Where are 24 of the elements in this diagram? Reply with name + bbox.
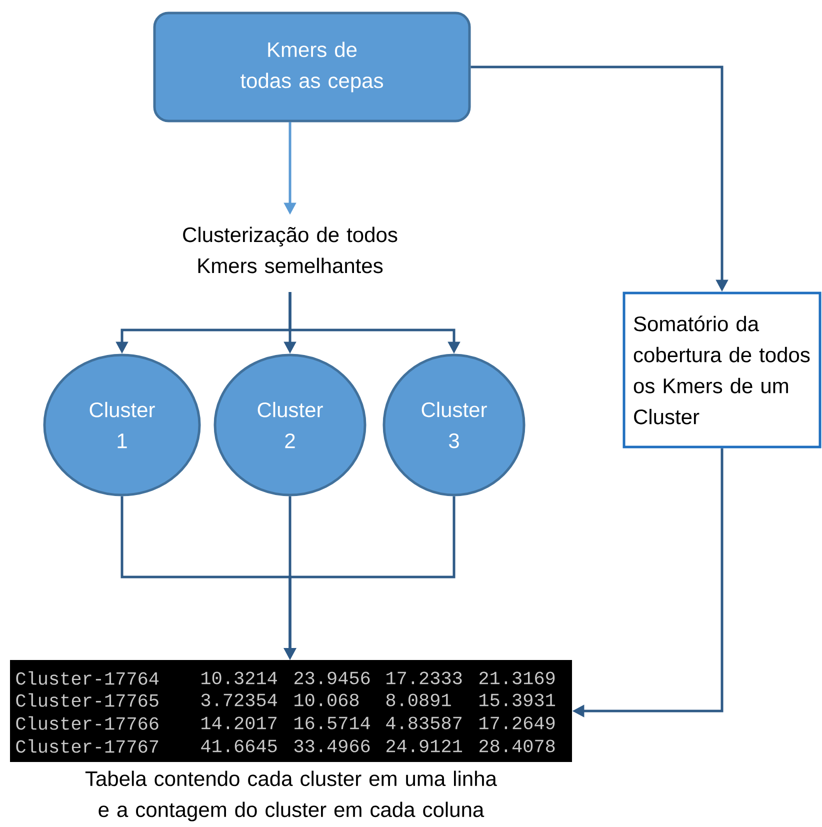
table-value: 23.9456 bbox=[294, 672, 370, 684]
table-value: 24.9121 bbox=[386, 740, 462, 752]
table-value: 14.2017 bbox=[202, 716, 276, 730]
table-value: Cluster-17767 bbox=[16, 739, 158, 753]
process-text: Clusterização de todos Kmers semelhantes bbox=[183, 226, 398, 274]
table-value: 4.83587 bbox=[386, 716, 462, 730]
summary-box: Somatório da cobertura de todos os Kmers de um Cluster bbox=[622, 292, 822, 448]
table-value: 33.4966 bbox=[294, 740, 370, 752]
table-value: 28.4078 bbox=[480, 740, 555, 752]
table-value: 15.3931 bbox=[480, 694, 556, 706]
table-value: 3.72354 bbox=[201, 694, 277, 706]
caption-text: Tabela contendo cada cluster em uma linha e a contagem do cluster em cada coluna bbox=[85, 770, 497, 822]
table-value: 8.0891 bbox=[386, 694, 451, 706]
table-value: Cluster-17765 bbox=[16, 693, 158, 707]
table-value: Cluster-17766 bbox=[16, 716, 158, 730]
table-value: 10.068 bbox=[294, 694, 359, 706]
table-value: 41.6645 bbox=[201, 740, 277, 752]
table-value: 21.3169 bbox=[480, 672, 555, 684]
table-value: 16.5714 bbox=[294, 716, 370, 730]
table-value: Cluster-17764 bbox=[16, 671, 159, 685]
process-box: Kmers de todas as cepas bbox=[153, 12, 471, 122]
table-value: 17.2333 bbox=[386, 672, 462, 684]
table-value: 17.2649 bbox=[480, 716, 555, 730]
table-value: 10.3214 bbox=[202, 672, 277, 684]
